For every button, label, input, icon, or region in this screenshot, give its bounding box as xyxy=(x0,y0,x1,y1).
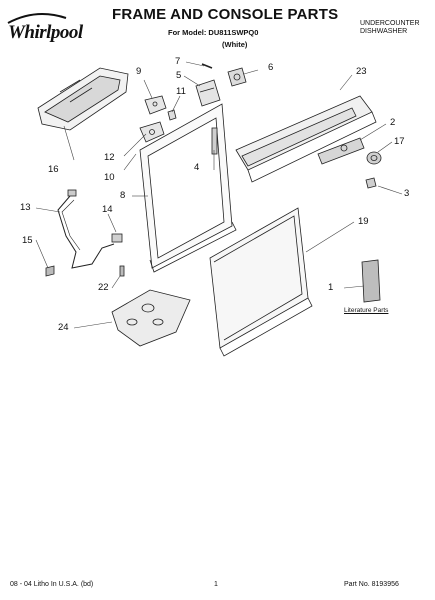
callout-16: 16 xyxy=(48,164,59,175)
part-15-clip xyxy=(45,265,55,277)
part-24-insulation xyxy=(111,289,191,347)
part-3-button xyxy=(365,177,377,189)
part-22-clip xyxy=(119,265,125,277)
part-9-bracket xyxy=(144,95,167,115)
callout-6: 6 xyxy=(268,62,274,73)
part-12-bracket xyxy=(139,121,165,143)
part-19-door-panel xyxy=(209,207,313,357)
callout-4: 4 xyxy=(194,162,200,173)
callout-13: 13 xyxy=(20,202,31,213)
callout-8: 8 xyxy=(120,190,126,201)
part-5-latch xyxy=(195,79,221,107)
part-23-console xyxy=(235,95,377,183)
product-line-1: UNDERCOUNTER xyxy=(360,20,420,27)
model-line: For Model: DU811SWPQ0 xyxy=(168,28,259,37)
product-line-2: DISHWASHER xyxy=(360,28,408,35)
brand-swoosh-icon xyxy=(7,13,67,24)
part-2-control-plate xyxy=(317,137,365,165)
callout-24: 24 xyxy=(58,322,69,333)
callout-14: 14 xyxy=(102,204,113,215)
part-11-clip xyxy=(167,109,177,121)
callout-17: 17 xyxy=(394,136,405,147)
callout-7: 7 xyxy=(175,56,181,67)
part-4-rod xyxy=(211,127,218,155)
callout-2: 2 xyxy=(390,117,396,128)
part-13-wire-harness xyxy=(57,189,115,269)
callout-12: 12 xyxy=(104,152,115,163)
part-17-knob xyxy=(366,151,382,165)
callout-11: 11 xyxy=(176,86,186,97)
part-7-screw xyxy=(201,63,213,69)
literature-parts-label: Literature Parts xyxy=(344,307,389,314)
part-6-switch xyxy=(227,67,247,87)
callout-15: 15 xyxy=(22,235,33,246)
callout-3: 3 xyxy=(404,188,410,199)
callout-19: 19 xyxy=(358,216,369,227)
part-1-literature xyxy=(361,259,381,303)
callout-22: 22 xyxy=(98,282,109,293)
callout-10: 10 xyxy=(104,172,115,183)
product-type: UNDERCOUNTER DISHWASHER xyxy=(360,20,420,36)
part-8-door-frame xyxy=(139,103,237,273)
callout-1: 1 xyxy=(328,282,334,293)
footer-page-number: 1 xyxy=(214,581,218,588)
brand-logo: Whirlpool xyxy=(8,22,83,43)
callout-23: 23 xyxy=(356,66,367,77)
footer-print-info: 08 - 04 Litho In U.S.A. (bd) xyxy=(10,581,94,588)
leader-lines xyxy=(35,61,403,329)
callout-5: 5 xyxy=(176,70,182,81)
part-14-connector xyxy=(111,233,123,243)
footer-part-number: Part No. 8193956 xyxy=(344,581,399,588)
color-line: (White) xyxy=(222,40,248,49)
page-title: FRAME AND CONSOLE PARTS xyxy=(112,6,339,23)
callout-9: 9 xyxy=(136,66,142,77)
part-16-housing xyxy=(37,67,129,131)
